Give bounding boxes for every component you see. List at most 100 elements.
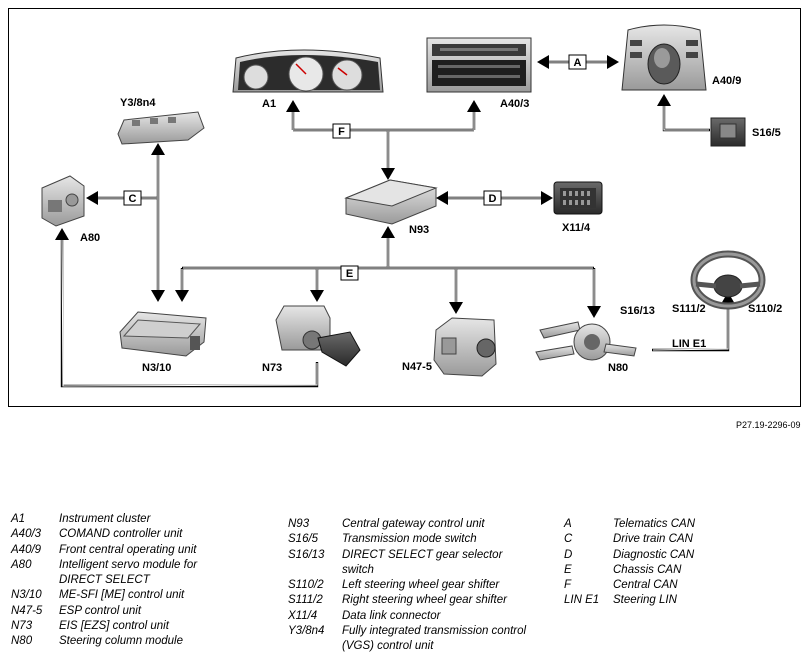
legend-description: Transmission mode switch xyxy=(342,533,477,546)
legend-code: N93 xyxy=(288,518,310,530)
legend-code: N47-5 xyxy=(11,604,43,617)
legend-code: S16/5 xyxy=(288,533,319,546)
legend-code: Y3/8n4 xyxy=(288,625,325,638)
legend-description: Telematics CAN xyxy=(613,518,696,530)
legend-description: Right steering wheel gear shifter xyxy=(342,594,507,607)
bus-e-label: E xyxy=(346,268,353,280)
legend-description: Front central operating unit xyxy=(59,543,197,556)
legend-code: D xyxy=(564,548,573,561)
label-n3-10: N3/10 xyxy=(142,362,171,374)
steering-wheel-icon xyxy=(690,250,766,310)
gateway-unit-icon xyxy=(344,179,438,225)
legend-row: S111/2 Right steering wheel gear shifter xyxy=(288,593,532,608)
instrument-cluster-icon xyxy=(232,49,384,93)
legend-row: LIN E1 Steering LIN xyxy=(564,593,753,608)
legend-row: N93 Central gateway control unit xyxy=(288,517,532,532)
legend-row: Y3/8n4 Fully integrated transmission cont… xyxy=(288,624,532,655)
steering-column-module-icon xyxy=(535,321,637,361)
label-a40-9: A40/9 xyxy=(712,75,741,87)
bus-c-box xyxy=(123,190,142,206)
bus-a-box xyxy=(568,54,587,70)
label-n93: N93 xyxy=(409,224,429,236)
legend-description: Central gateway control unit xyxy=(342,518,485,530)
transmission-control-unit-icon xyxy=(117,111,205,145)
legend-description: ESP control unit xyxy=(59,604,142,617)
legend-row: S16/5 Transmission mode switch xyxy=(288,532,532,547)
legend-description: COMAND controller unit xyxy=(59,528,183,541)
label-a80: A80 xyxy=(80,232,100,244)
bus-labels: F A D C E LIN E1 xyxy=(123,54,706,350)
legend-description: Intelligent servo module for DIRECT SELE… xyxy=(59,558,198,587)
legend-row: A40/9 Front central operating unit xyxy=(11,543,229,558)
bus-e-box xyxy=(340,265,359,281)
legend-description: Fully integrated transmission control (V… xyxy=(342,625,527,653)
legend-row: A40/3 COMAND controller unit xyxy=(11,527,229,542)
servo-module-icon xyxy=(41,175,85,227)
legend-code: N3/10 xyxy=(11,589,42,602)
legend-code: LIN E1 xyxy=(564,594,600,607)
label-y3-8n4: Y3/8n4 xyxy=(120,97,156,109)
legend-row: N80 Steering column module xyxy=(11,634,229,649)
legend-code: E xyxy=(564,563,572,576)
label-n73: N73 xyxy=(262,362,282,374)
bus-d-box xyxy=(483,190,502,206)
legend-row: C Drive train CAN xyxy=(564,532,753,547)
bus-c-label: C xyxy=(129,193,137,205)
legend-description: Diagnostic CAN xyxy=(613,548,695,561)
legend-code: C xyxy=(564,533,573,546)
front-operating-unit-icon xyxy=(621,24,707,91)
label-s110-2: S110/2 xyxy=(748,303,782,315)
bus-f-label: F xyxy=(338,126,345,138)
legend-code: S110/2 xyxy=(288,579,324,592)
label-a1: A1 xyxy=(262,98,276,110)
legend-code: N73 xyxy=(11,620,33,633)
legend-code: S111/2 xyxy=(288,594,323,607)
bus-f-box xyxy=(332,123,351,139)
label-s16-13: S16/13 xyxy=(620,305,655,317)
legend-row: N47-5 ESP control unit xyxy=(11,604,229,619)
legend-code: X11/4 xyxy=(288,609,318,622)
label-s111-2: S111/2 xyxy=(672,303,706,315)
legend-row: N3/10 ME-SFI [ME] control unit xyxy=(11,588,229,603)
legend-row: A1 Instrument cluster xyxy=(11,512,229,527)
network-diagram: F A D C E LIN E1 A1 A40/3 xyxy=(41,24,782,388)
reference-code: P27.19-2296-09 xyxy=(736,420,801,430)
esp-control-unit-icon xyxy=(433,317,497,377)
legend-row: D Diagnostic CAN xyxy=(564,548,753,563)
legend-code: A80 xyxy=(11,558,32,571)
comand-unit-icon xyxy=(426,37,532,93)
legend-description: Instrument cluster xyxy=(59,513,151,525)
legend-row: E Chassis CAN xyxy=(564,563,753,578)
legend-code: A1 xyxy=(11,513,26,525)
legend-code: F xyxy=(564,579,572,592)
legend-row: A80 Intelligent servo module for DIRECT S… xyxy=(11,558,229,589)
legend-description: DIRECT SELECT gear selector switch xyxy=(342,548,503,576)
label-n47-5: N47-5 xyxy=(402,361,432,373)
legend-code: A40/3 xyxy=(11,528,42,541)
ignition-switch-unit-icon xyxy=(275,305,361,367)
bus-d-label: D xyxy=(489,193,497,205)
legend-description: Data link connector xyxy=(342,609,441,622)
mode-switch-icon xyxy=(710,117,746,147)
label-x11-4: X11/4 xyxy=(562,222,591,234)
legend-description: ME-SFI [ME] control unit xyxy=(59,589,185,602)
legend-description: Drive train CAN xyxy=(613,533,693,546)
legend-code: N80 xyxy=(11,635,33,648)
legend-code: A40/9 xyxy=(11,543,42,556)
bus-lin-e1-label: LIN E1 xyxy=(672,338,706,350)
legend-description: Chassis CAN xyxy=(613,563,682,576)
legend-description: Steering LIN xyxy=(613,594,677,607)
legend-description: EIS [EZS] control unit xyxy=(59,620,169,633)
legend-row: S110/2 Left steering wheel gear shifter xyxy=(288,578,532,593)
legend-description: Central CAN xyxy=(613,579,678,592)
legend-description: Left steering wheel gear shifter xyxy=(342,579,500,592)
legend-description: Steering column module xyxy=(59,635,184,648)
